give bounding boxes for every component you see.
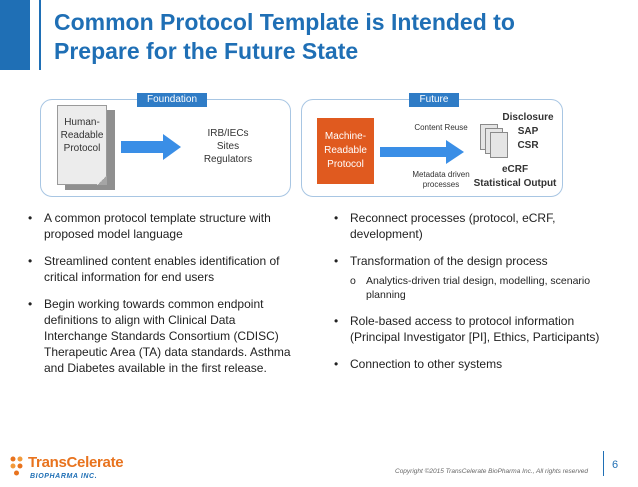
future-tag: Future (409, 93, 459, 107)
bullet-glyph: • (334, 314, 339, 328)
list-item: • Connection to other systems (334, 356, 604, 372)
document-fold (97, 176, 107, 185)
slide-title-line-1: Common Protocol Template is Intended to (54, 9, 515, 35)
title-accent-bar (0, 0, 30, 70)
right-bullet-list: • Reconnect processes (protocol, eCRF, de… (334, 210, 604, 383)
right-arrow-icon (121, 134, 181, 160)
output-csr: CSR (517, 140, 539, 151)
output-ecrf: eCRF (501, 164, 529, 175)
metadata-line-1: Metadata driven (412, 170, 470, 179)
outputs-top: Disclosure SAP CSR (500, 111, 556, 153)
foundation-targets: IRB/IECs Sites Regulators (186, 127, 270, 166)
bullet-glyph: • (28, 297, 33, 311)
sub-bullet-glyph: o (350, 275, 356, 287)
left-bullet-list: • A common protocol template structure wi… (28, 210, 300, 387)
target-irb: IRB/IECs (207, 128, 249, 139)
list-item: • Begin working towards common endpoint d… (28, 296, 300, 376)
bullet-text: Transformation of the design process (350, 254, 548, 268)
logo-name: TransCelerate (28, 454, 124, 471)
bullet-text: A common protocol template structure wit… (44, 211, 271, 241)
metadata-line-2: processes (422, 180, 460, 189)
list-item: • Reconnect processes (protocol, eCRF, de… (334, 210, 604, 242)
stack-sheet-3 (490, 132, 508, 158)
copyright-text: Copyright ©2015 TransCelerate BioPharma … (395, 468, 589, 475)
outputs-bottom: eCRF Statistical Output (470, 163, 560, 191)
output-statistical: Statistical Output (473, 178, 557, 189)
list-item: • Transformation of the design process (334, 253, 604, 269)
output-disclosure: Disclosure (502, 112, 554, 123)
bullet-text: Streamlined content enables identificati… (44, 254, 280, 284)
bullet-text: Reconnect processes (protocol, eCRF, dev… (350, 211, 556, 241)
bullet-text: Role-based access to protocol informatio… (350, 314, 600, 344)
bullet-glyph: • (334, 211, 339, 225)
bullet-glyph: • (28, 254, 33, 268)
output-sap: SAP (517, 126, 539, 137)
machine-line-3: Protocol (327, 159, 364, 170)
bullet-glyph: • (334, 357, 339, 371)
list-item: • A common protocol template structure wi… (28, 210, 300, 242)
content-reuse-label: Content Reuse (414, 123, 468, 132)
machine-readable-protocol-box: Machine- Readable Protocol (317, 118, 374, 184)
list-item: • Streamlined content enables identificat… (28, 253, 300, 285)
target-regulators: Regulators (203, 154, 253, 165)
foundation-tag: Foundation (137, 93, 207, 107)
title-divider (39, 0, 41, 70)
doc-line-2: Readable (60, 130, 104, 141)
target-sites: Sites (216, 141, 240, 152)
bullet-glyph: • (334, 254, 339, 268)
transcelerate-logo-icon (10, 456, 23, 476)
machine-line-2: Readable (324, 145, 367, 156)
page-number-divider (603, 451, 604, 476)
bullet-text: Connection to other systems (350, 357, 503, 371)
slide-title-line-2: Prepare for the Future State (54, 38, 359, 64)
doc-line-1: Human- (64, 117, 100, 128)
human-readable-protocol-document-icon: Human- Readable Protocol (57, 105, 107, 185)
machine-line-1: Machine- (324, 131, 367, 142)
bullet-text: Begin working towards common endpoint de… (44, 297, 291, 375)
list-item: • Role-based access to protocol informati… (334, 313, 604, 345)
metadata-driven-label: Metadata driven processes (406, 170, 476, 190)
logo-sub: BIOPHARMA INC. (30, 473, 98, 480)
list-item: o Analytics-driven trial design, modellin… (334, 274, 604, 302)
bullet-text: Analytics-driven trial design, modelling… (366, 275, 591, 301)
bullet-glyph: • (28, 211, 33, 225)
page-number: 6 (612, 459, 619, 471)
right-arrow-icon (380, 140, 464, 164)
doc-line-3: Protocol (63, 143, 101, 154)
slide-title: Common Protocol Template is Intended to … (54, 8, 614, 66)
